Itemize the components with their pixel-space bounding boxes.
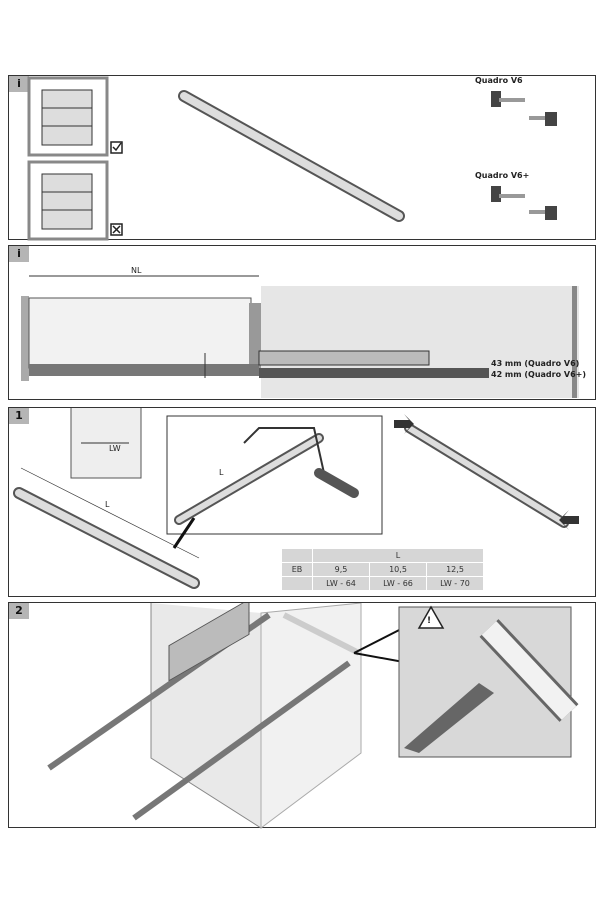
- drawer-type-illustration: [27, 76, 557, 241]
- cutting-illustration: [13, 408, 579, 589]
- label-quadro-v6: Quadro V6: [475, 76, 523, 85]
- label-l-detail: L: [219, 468, 224, 477]
- step-badge: 2: [9, 603, 29, 619]
- step-badge: i: [9, 246, 29, 262]
- table-cell: 9,5: [312, 562, 370, 577]
- warning-icon: !: [427, 616, 432, 626]
- label-42mm: 42 mm (Quadro V6+): [491, 370, 586, 379]
- table-row-label: EB: [281, 562, 313, 577]
- table-cell: 10,5: [369, 562, 427, 577]
- step-badge: 1: [9, 408, 29, 424]
- installation-illustration: [47, 603, 579, 829]
- label-nl: NL: [131, 266, 142, 275]
- label-l: L: [105, 500, 110, 509]
- table-cell: LW - 64: [312, 576, 370, 591]
- table-header: L: [312, 548, 484, 563]
- label-quadro-v6-plus: Quadro V6+: [475, 171, 530, 180]
- panel-dimensions: i NL 43 mm (Quadro V6) 42 mm (Quadro V6+…: [8, 245, 596, 400]
- panel-step-2: 2 !: [8, 602, 596, 829]
- table-cell: LW - 66: [369, 576, 427, 591]
- table-cell: 12,5: [426, 562, 484, 577]
- length-table: L EB 9,5 10,5 12,5 LW - 64 LW - 66 LW - …: [281, 548, 484, 591]
- drawer-side-illustration: [21, 275, 579, 398]
- table-cell: LW - 70: [426, 576, 484, 591]
- label-43mm: 43 mm (Quadro V6): [491, 359, 580, 368]
- label-lw: LW: [109, 444, 121, 453]
- step-badge: i: [9, 76, 29, 92]
- panel-drawer-type: i Quadro V6 Quadro V6+: [8, 75, 596, 241]
